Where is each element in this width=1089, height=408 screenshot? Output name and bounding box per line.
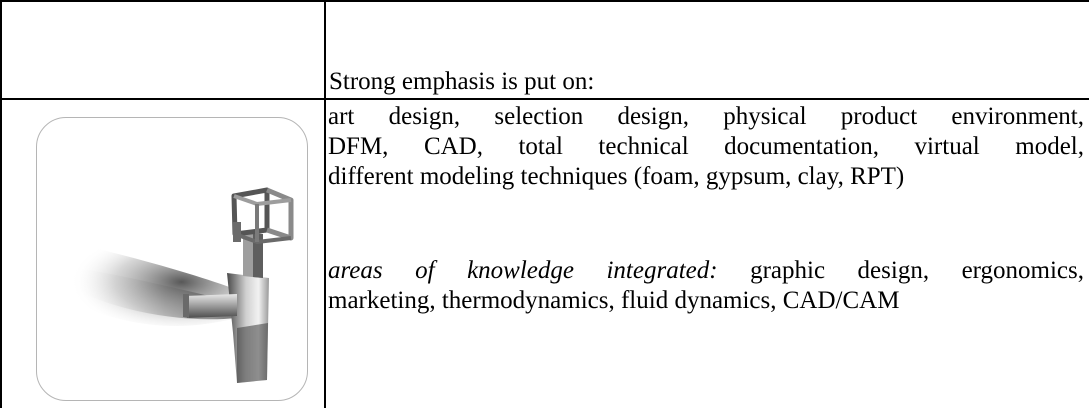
emphasis-heading: Strong emphasis is put on: xyxy=(329,68,595,95)
table-border-left xyxy=(0,98,2,408)
knowledge-list: areas of knowledge integrated: graphic d… xyxy=(328,256,1084,316)
product-render-image xyxy=(36,117,308,401)
emphasis-line: art design, selection design, physical p… xyxy=(328,103,1084,130)
knowledge-label: areas of knowledge integrated: xyxy=(328,257,718,284)
emphasis-line: DFM, CAD, total technical documentation,… xyxy=(328,133,1084,160)
table-row-divider xyxy=(0,98,1089,100)
emphasis-line: different modeling techniques (foam, gyp… xyxy=(328,163,905,190)
table-border-top xyxy=(0,0,1089,2)
knowledge-line-rest: graphic design, ergonomics, xyxy=(717,257,1084,284)
table-column-divider xyxy=(324,0,326,408)
table-border-left-top xyxy=(0,0,2,100)
faucet-3d-render-icon xyxy=(52,187,294,383)
knowledge-line: marketing, thermodynamics, fluid dynamic… xyxy=(328,287,900,314)
emphasis-list: art design, selection design, physical p… xyxy=(328,102,1084,192)
knowledge-line: areas of knowledge integrated: graphic d… xyxy=(328,256,1084,286)
